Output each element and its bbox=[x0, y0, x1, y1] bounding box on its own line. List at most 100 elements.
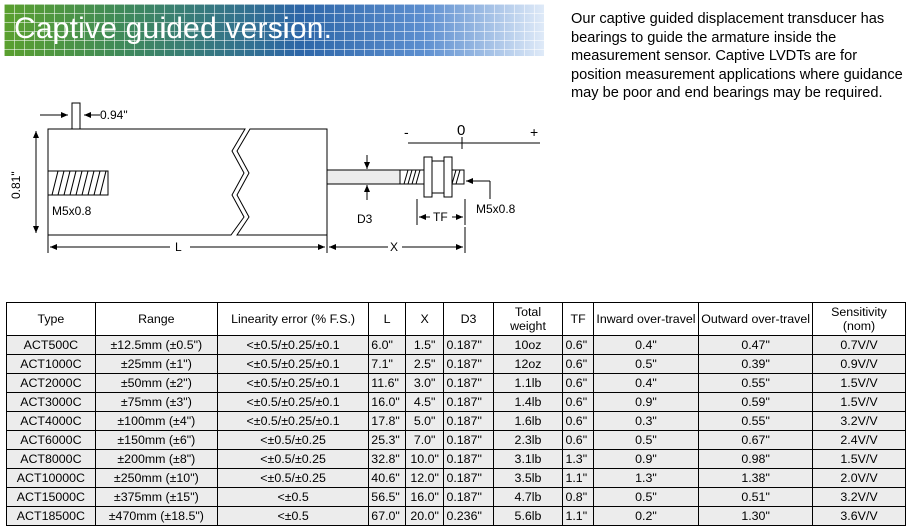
body-outline-right bbox=[236, 128, 328, 236]
table-row: ACT18500C ±470mm (±18.5") <±0.5 67.0" 20… bbox=[6, 506, 907, 526]
cell-tf: 0.8" bbox=[562, 487, 594, 507]
cell-x: 5.0" bbox=[404, 411, 445, 431]
cell-l: 6.0" bbox=[368, 335, 406, 355]
cell-tf: 0.6" bbox=[562, 392, 594, 412]
nut-center bbox=[431, 160, 445, 194]
cell-inward: 0.5" bbox=[592, 354, 700, 374]
cell-type: ACT500C bbox=[6, 335, 96, 355]
cell-x: 3.0" bbox=[404, 373, 445, 393]
cell-l: 56.5" bbox=[368, 487, 406, 507]
cell-d3: 0.187" bbox=[443, 373, 494, 393]
cell-type: ACT1000C bbox=[6, 354, 96, 374]
cell-inward: 0.4" bbox=[592, 373, 700, 393]
cell-x: 10.0" bbox=[404, 449, 445, 469]
cell-x: 7.0" bbox=[404, 430, 445, 450]
banner: Captive guided version. bbox=[4, 4, 544, 56]
cell-type: ACT15000C bbox=[6, 487, 96, 507]
cell-linearity: <±0.5/±0.25/±0.1 bbox=[216, 335, 370, 355]
cell-l: 16.0" bbox=[368, 392, 406, 412]
cell-l: 32.8" bbox=[368, 449, 406, 469]
cell-l: 7.1" bbox=[368, 354, 406, 374]
cell-weight: 4.7lb bbox=[492, 487, 564, 507]
header-x: X bbox=[404, 302, 445, 336]
scale-zero: 0 bbox=[457, 122, 465, 139]
header-total-weight: Total weight bbox=[492, 302, 564, 336]
cell-d3: 0.187" bbox=[443, 449, 494, 469]
cell-tf: 1.3" bbox=[562, 449, 594, 469]
table-row: ACT8000C ±200mm (±8") <±0.5/±0.25 32.8" … bbox=[6, 449, 907, 469]
nut-right bbox=[443, 156, 453, 198]
cell-d3: 0.187" bbox=[443, 392, 494, 412]
dim-side-label: 0.81" bbox=[9, 171, 23, 199]
cell-l: 11.6" bbox=[368, 373, 406, 393]
cell-x: 12.0" bbox=[404, 468, 445, 488]
cell-outward: 0.55" bbox=[698, 411, 813, 431]
cell-inward: 0.4" bbox=[592, 335, 700, 355]
dim-l-label: L bbox=[175, 240, 182, 254]
cell-range: ±75mm (±3") bbox=[94, 392, 218, 412]
cell-tf: 1.1" bbox=[562, 468, 594, 488]
cell-weight: 3.5lb bbox=[492, 468, 564, 488]
tf-label: TF bbox=[433, 210, 448, 224]
cell-range: ±25mm (±1") bbox=[94, 354, 218, 374]
nut-left bbox=[423, 156, 433, 198]
cell-sensitivity: 2.0V/V bbox=[811, 468, 907, 488]
scale-minus: - bbox=[404, 124, 409, 140]
cell-d3: 0.187" bbox=[443, 335, 494, 355]
dim-x-label: X bbox=[390, 240, 398, 254]
cell-type: ACT3000C bbox=[6, 392, 96, 412]
cell-inward: 0.5" bbox=[592, 487, 700, 507]
cell-sensitivity: 1.5V/V bbox=[811, 373, 907, 393]
header-inward-over-travel: Inward over-travel bbox=[592, 302, 700, 336]
connector-tab bbox=[71, 102, 81, 130]
cell-tf: 0.6" bbox=[562, 411, 594, 431]
cell-range: ±470mm (±18.5") bbox=[94, 506, 218, 526]
cell-outward: 1.38" bbox=[698, 468, 813, 488]
cell-type: ACT4000C bbox=[6, 411, 96, 431]
cell-weight: 1.6lb bbox=[492, 411, 564, 431]
cell-x: 20.0" bbox=[404, 506, 445, 526]
cell-outward: 0.47" bbox=[698, 335, 813, 355]
cell-x: 4.5" bbox=[404, 392, 445, 412]
cell-inward: 0.2" bbox=[592, 506, 700, 526]
thread-left-label: M5x0.8 bbox=[52, 204, 92, 218]
cell-type: ACT10000C bbox=[6, 468, 96, 488]
cell-x: 1.5" bbox=[404, 335, 445, 355]
header-l: L bbox=[368, 302, 406, 336]
cell-weight: 5.6lb bbox=[492, 506, 564, 526]
cell-d3: 0.187" bbox=[443, 468, 494, 488]
cell-outward: 0.98" bbox=[698, 449, 813, 469]
cell-linearity: <±0.5 bbox=[216, 506, 370, 526]
cell-weight: 1.1lb bbox=[492, 373, 564, 393]
cell-tf: 1.1" bbox=[562, 506, 594, 526]
cell-linearity: <±0.5/±0.25/±0.1 bbox=[216, 411, 370, 431]
header-type: Type bbox=[6, 302, 96, 336]
cell-weight: 12oz bbox=[492, 354, 564, 374]
cell-type: ACT2000C bbox=[6, 373, 96, 393]
cell-linearity: <±0.5/±0.25/±0.1 bbox=[216, 354, 370, 374]
cell-range: ±150mm (±6") bbox=[94, 430, 218, 450]
cell-linearity: <±0.5/±0.25/±0.1 bbox=[216, 392, 370, 412]
cell-linearity: <±0.5/±0.25/±0.1 bbox=[216, 373, 370, 393]
table-row: ACT4000C ±100mm (±4") <±0.5/±0.25/±0.1 1… bbox=[6, 411, 907, 431]
body-outline-left bbox=[47, 128, 246, 236]
cell-sensitivity: 3.2V/V bbox=[811, 411, 907, 431]
scale-plus: + bbox=[530, 124, 538, 140]
banner-title: Captive guided version. bbox=[14, 12, 333, 45]
cell-tf: 0.6" bbox=[562, 335, 594, 355]
thread-left bbox=[47, 170, 109, 196]
cell-x: 16.0" bbox=[404, 487, 445, 507]
table-row: ACT10000C ±250mm (±10") <±0.5/±0.25 40.6… bbox=[6, 468, 907, 488]
cell-range: ±50mm (±2") bbox=[94, 373, 218, 393]
cell-sensitivity: 0.9V/V bbox=[811, 354, 907, 374]
table-row: ACT1000C ±25mm (±1") <±0.5/±0.25/±0.1 7.… bbox=[6, 354, 907, 374]
table-row: ACT500C ±12.5mm (±0.5") <±0.5/±0.25/±0.1… bbox=[6, 335, 907, 355]
cell-inward: 0.9" bbox=[592, 392, 700, 412]
thread-right-label: M5x0.8 bbox=[476, 202, 516, 216]
header-tf: TF bbox=[562, 302, 594, 336]
cell-range: ±100mm (±4") bbox=[94, 411, 218, 431]
table-row: ACT3000C ±75mm (±3") <±0.5/±0.25/±0.1 16… bbox=[6, 392, 907, 412]
table-row: ACT2000C ±50mm (±2") <±0.5/±0.25/±0.1 11… bbox=[6, 373, 907, 393]
cell-sensitivity: 3.2V/V bbox=[811, 487, 907, 507]
cell-inward: 1.3" bbox=[592, 468, 700, 488]
